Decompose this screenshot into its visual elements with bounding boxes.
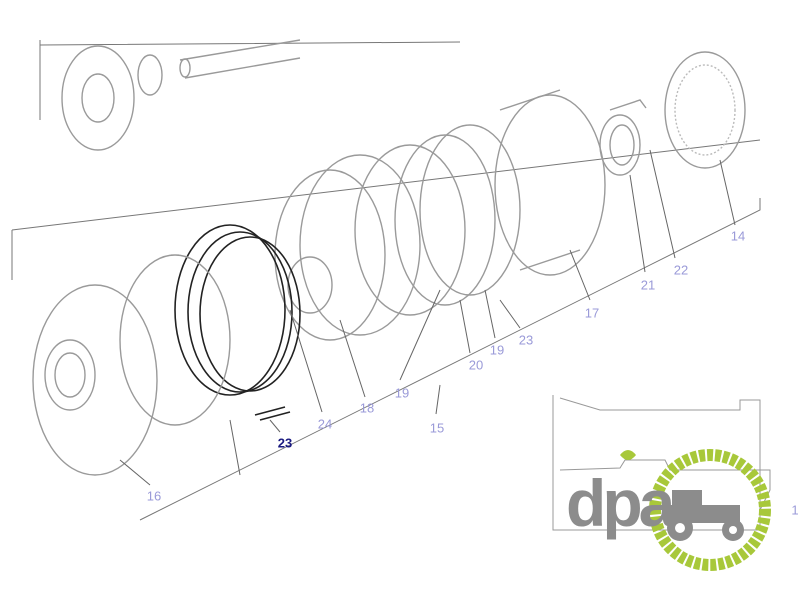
part-17-housing	[494, 89, 606, 276]
callout-19[interactable]: 19	[394, 385, 410, 401]
callout-21[interactable]: 21	[640, 277, 656, 293]
inset-thumbnail	[552, 395, 771, 531]
callout-19[interactable]: 19	[489, 342, 505, 358]
clutch-pack-center	[299, 124, 521, 336]
callout-16[interactable]: 16	[146, 488, 162, 504]
part-23-plates	[174, 224, 301, 421]
group-bracket-15	[139, 198, 761, 521]
part-21-22-rings	[599, 99, 647, 176]
callout-20[interactable]: 20	[468, 357, 484, 373]
callout-18[interactable]: 18	[359, 400, 375, 416]
callout-1[interactable]: 1	[791, 502, 799, 518]
callout-17[interactable]: 17	[584, 305, 600, 321]
upper-frame	[11, 40, 761, 280]
part-14-disc	[664, 51, 746, 169]
part-16-hub	[32, 254, 231, 476]
dpa-logo	[620, 449, 771, 571]
part-18-piston	[274, 169, 386, 341]
logo-wordmark: dpa	[566, 466, 675, 540]
leader-lines	[119, 149, 736, 486]
callout-23-highlighted[interactable]: 23	[277, 435, 293, 451]
callout-24[interactable]: 24	[317, 416, 333, 432]
callout-22[interactable]: 22	[673, 262, 689, 278]
callout-14[interactable]: 14	[730, 228, 746, 244]
shaft	[61, 39, 301, 151]
callout-15[interactable]: 15	[429, 420, 445, 436]
callout-23[interactable]: 23	[518, 332, 534, 348]
